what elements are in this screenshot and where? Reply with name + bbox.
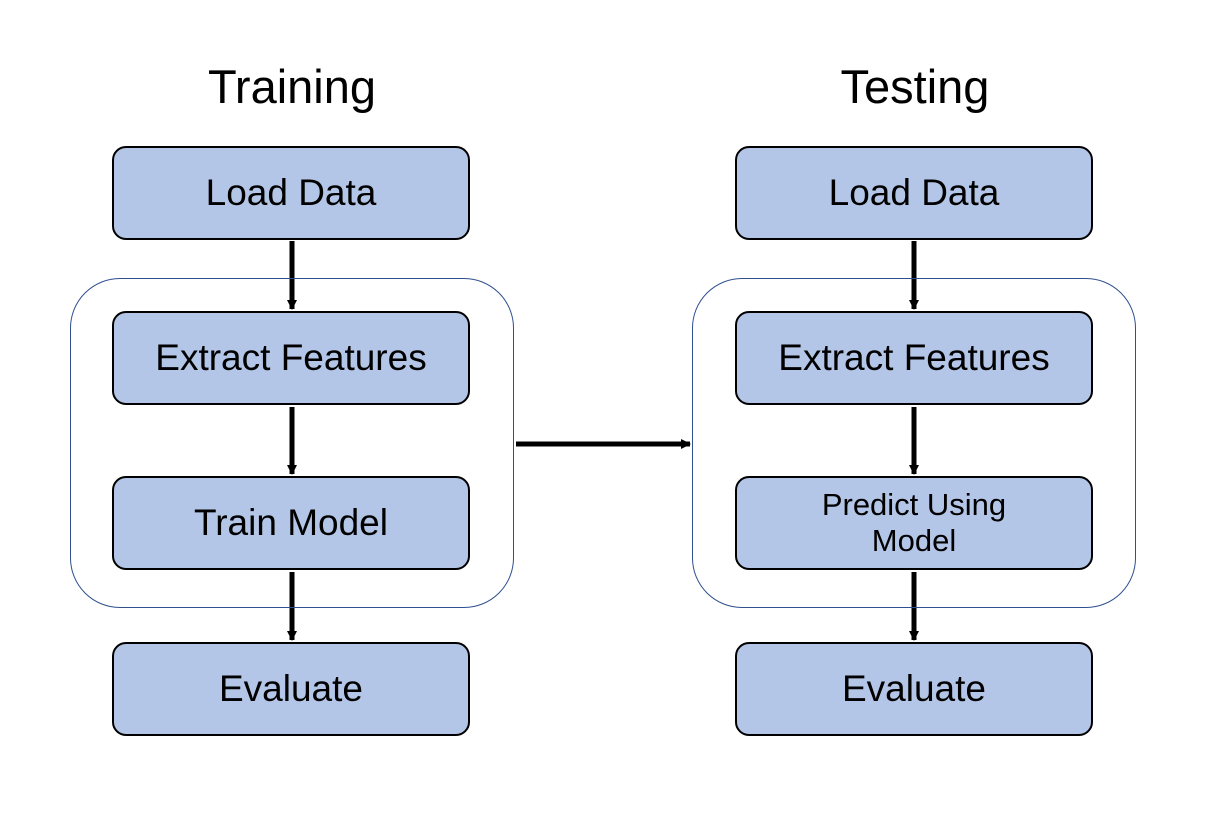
testing-title: Testing: [840, 60, 990, 113]
training-title: Training: [207, 60, 377, 113]
training-step-extract-features: Extract Features: [112, 311, 470, 405]
testing-step-load-data: Load Data: [735, 146, 1093, 240]
training-step-train-model: Train Model: [112, 476, 470, 570]
testing-step-evaluate: Evaluate: [735, 642, 1093, 736]
testing-step-predict-using-model: Predict Using Model: [735, 476, 1093, 570]
training-feature-model-group: [70, 278, 514, 608]
training-step-load-data: Load Data: [112, 146, 470, 240]
testing-step-extract-features: Extract Features: [735, 311, 1093, 405]
training-step-evaluate: Evaluate: [112, 642, 470, 736]
testing-feature-model-group: [692, 278, 1136, 608]
